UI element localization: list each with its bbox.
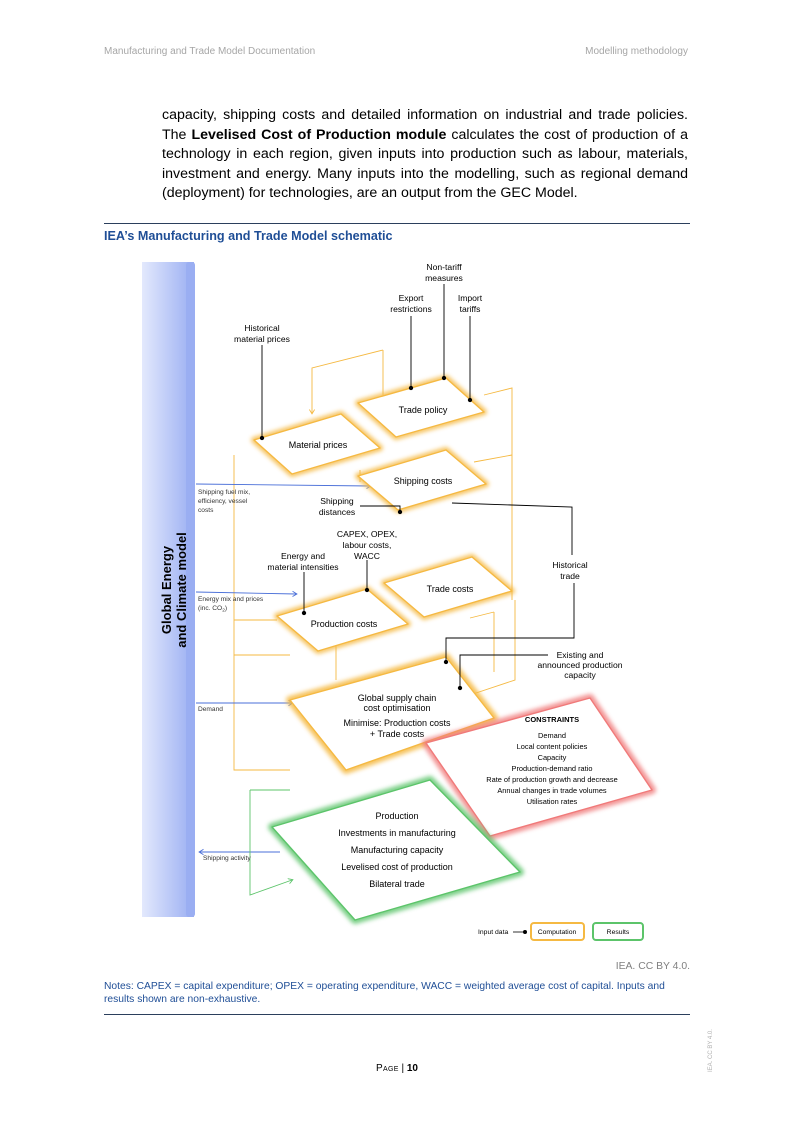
- figure-title: IEA’s Manufacturing and Trade Model sche…: [104, 229, 393, 243]
- label-export-line1: Export: [399, 293, 424, 303]
- label-hist-trade-line2: trade: [560, 571, 580, 581]
- header-document-title: Manufacturing and Trade Model Documentat…: [104, 46, 316, 57]
- box-material-prices: Material prices: [251, 411, 383, 477]
- label-capex-line2: labour costs,: [343, 540, 392, 550]
- box-shipping-costs: Shipping costs: [355, 447, 489, 513]
- legend-input-dot: [523, 930, 527, 934]
- legend: Input data Computation Results: [478, 922, 644, 941]
- gsc-line2: cost optimisation: [363, 703, 430, 713]
- result-item: Investments in manufacturing: [338, 828, 456, 838]
- side-watermark: IEA. CC BY 4.0.: [708, 1029, 714, 1072]
- legend-results-label: Results: [607, 929, 630, 936]
- side-label-line1: Global Energy: [159, 545, 174, 634]
- label-energy-intensities-line1: Energy and: [281, 551, 325, 561]
- energy-mix-subscript: 2: [222, 608, 225, 614]
- box-trade-costs-label: Trade costs: [427, 584, 474, 594]
- legend-computation-swatch: [530, 922, 585, 941]
- legend-results-swatch: [592, 922, 644, 941]
- gec-sidebar-edge: [186, 262, 195, 917]
- constraint-item: Local content policies: [517, 742, 588, 751]
- gsc-line1: Global supply chain: [358, 693, 437, 703]
- box-trade-policy-label: Trade policy: [399, 405, 448, 415]
- gec-sidebar: [142, 262, 194, 917]
- box-shipping-costs-label: Shipping costs: [394, 476, 453, 486]
- legend-input-label: Input data: [478, 929, 508, 936]
- constraints-title: CONSTRAINTS: [525, 715, 579, 724]
- label-non-tariff-line1: Non-tariff: [426, 262, 462, 272]
- label-shipping-distances-line1: Shipping: [320, 496, 354, 506]
- result-item: Production: [375, 811, 418, 821]
- box-production-costs: Production costs: [274, 586, 411, 654]
- label-hist-material-line2: material prices: [234, 334, 290, 344]
- results-flow-lines: [249, 789, 292, 896]
- label-capex-line1: CAPEX, OPEX,: [337, 529, 397, 539]
- constraint-item: Demand: [538, 731, 566, 740]
- side-watermark-text: IEA. CC BY 4.0.: [708, 1029, 714, 1072]
- figure-bottom-rule: [104, 1014, 690, 1015]
- constraint-item: Annual changes in trade volumes: [497, 786, 607, 795]
- box-material-prices-label: Material prices: [289, 440, 348, 450]
- result-item: Manufacturing capacity: [351, 845, 444, 855]
- page-label: Page: [376, 1063, 399, 1074]
- gsc-line4: + Trade costs: [370, 729, 425, 739]
- body-text-part-2: calculates the cost of production of a t…: [162, 126, 689, 202]
- label-energy-intensities-line2: material intensities: [267, 562, 338, 572]
- legend-computation-label: Computation: [538, 929, 577, 936]
- constraint-item: Production-demand ratio: [512, 764, 593, 773]
- side-label-line2: and Climate model: [174, 532, 189, 648]
- body-paragraph: capacity, shipping costs and detailed in…: [162, 106, 688, 204]
- box-production-costs-label: Production costs: [311, 619, 378, 629]
- gsc-line3: Minimise: Production costs: [343, 718, 451, 728]
- constraint-item: Rate of production growth and decrease: [486, 775, 617, 784]
- header-section-title: Modelling methodology: [585, 46, 688, 57]
- input-data-lines: [259, 284, 575, 691]
- box-global-supply-chain: Global supply chain cost optimisation Mi…: [286, 653, 498, 774]
- label-existing-capacity-line2: announced production: [537, 660, 622, 670]
- energy-mix-text: (inc. CO: [198, 605, 222, 612]
- box-results: Production Investments in manufacturing …: [268, 776, 524, 924]
- label-import-line2: tariffs: [460, 304, 481, 314]
- label-hist-material-line1: Historical: [244, 323, 279, 333]
- computation-flow-lines: [233, 349, 516, 771]
- label-import-line1: Import: [458, 293, 483, 303]
- label-capex-line3: WACC: [354, 551, 380, 561]
- label-export-line2: restrictions: [390, 304, 432, 314]
- box-trade-costs: Trade costs: [381, 554, 515, 620]
- label-shipping-fuel-line1: Shipping fuel mix,: [198, 489, 250, 496]
- label-energy-mix-line2: (inc. CO2): [198, 605, 227, 614]
- constraint-item: Utilisation rates: [527, 797, 578, 806]
- body-text-part-1: capacity, shipping costs and detailed in…: [162, 107, 688, 143]
- page-footer: Page | 10: [376, 1063, 418, 1074]
- label-existing-capacity-line3: capacity: [564, 670, 596, 680]
- label-shipping-activity: Shipping activity: [203, 855, 251, 862]
- gec-input-lines: [195, 484, 370, 852]
- label-existing-capacity-line1: Existing and: [557, 650, 604, 660]
- energy-mix-close: ): [225, 605, 227, 612]
- label-non-tariff-line2: measures: [425, 273, 463, 283]
- label-demand: Demand: [198, 706, 223, 713]
- label-shipping-distances-line2: distances: [319, 507, 355, 517]
- result-item: Bilateral trade: [369, 879, 425, 889]
- body-text-bold: Levelised Cost of Production module: [191, 126, 447, 143]
- box-constraints: CONSTRAINTS Demand Local content policie…: [422, 694, 656, 840]
- figure-credit: IEA. CC BY 4.0.: [615, 961, 690, 972]
- label-shipping-fuel-line2: efficiency, vessel: [198, 498, 248, 505]
- page-number: 10: [406, 1063, 418, 1074]
- constraint-item: Capacity: [538, 753, 567, 762]
- label-hist-trade-line1: Historical: [552, 560, 587, 570]
- box-trade-policy: Trade policy: [355, 375, 487, 440]
- label-shipping-fuel-line3: costs: [198, 507, 214, 514]
- figure-notes: Notes: CAPEX = capital expenditure; OPEX…: [104, 981, 665, 1005]
- result-item: Levelised cost of production: [341, 862, 453, 872]
- figure-top-rule: [104, 223, 690, 224]
- label-energy-mix-line1: Energy mix and prices: [198, 596, 264, 603]
